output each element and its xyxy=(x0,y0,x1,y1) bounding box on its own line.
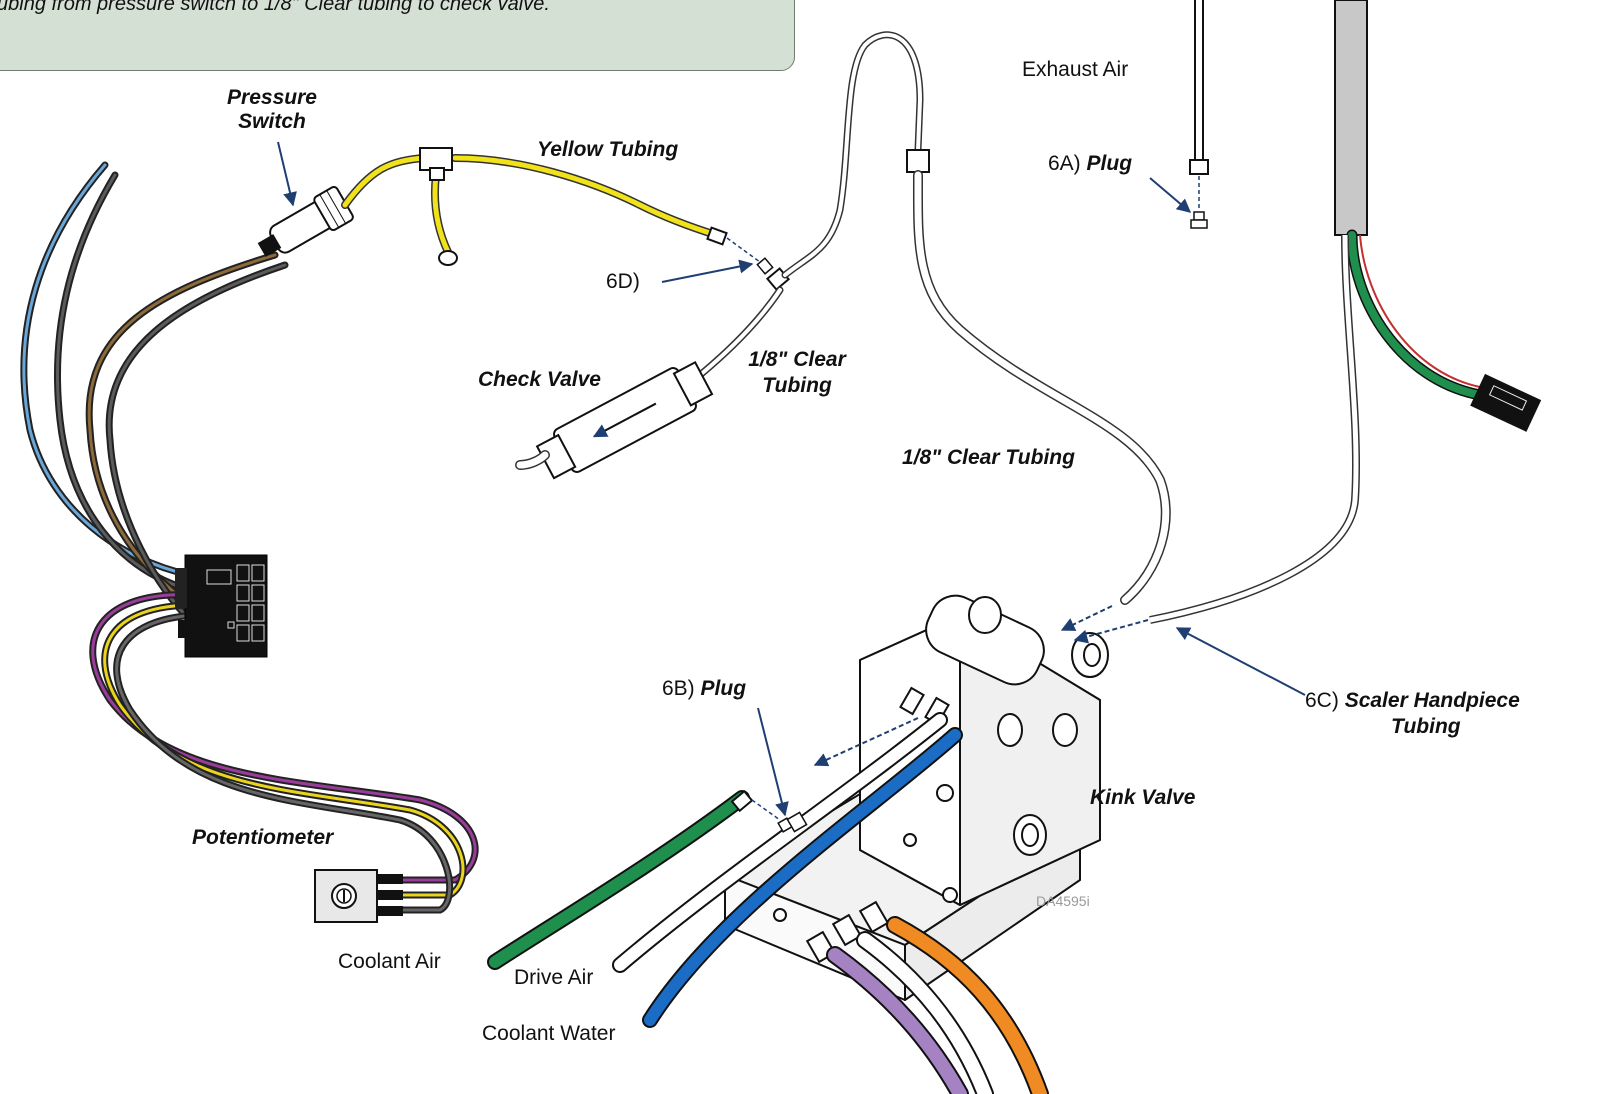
inline-coupler xyxy=(906,149,930,173)
plug-6b xyxy=(777,811,808,833)
step-6a-text: Plug xyxy=(1086,152,1133,175)
label-kink-valve: Kink Valve xyxy=(1090,786,1196,809)
yellow-tube-end xyxy=(706,226,728,246)
green-tube-end xyxy=(730,789,754,813)
label-yellow-tubing: Yellow Tubing xyxy=(537,138,679,161)
step-6b-number: 6B) xyxy=(662,677,695,700)
label-coolant-air: Coolant Air xyxy=(338,950,441,973)
label-step-6d: 6D) xyxy=(606,270,640,293)
clear-tubing-upper-line2: Tubing xyxy=(762,374,832,397)
step-6a-number: 6A) xyxy=(1048,152,1081,175)
clear-tubing-lower xyxy=(912,170,1171,605)
pressure-switch-component xyxy=(257,186,354,257)
drawing-code: DA4595i xyxy=(1036,893,1090,909)
label-pressure-switch-line2: Switch xyxy=(238,110,306,133)
potentiometer-component xyxy=(314,869,403,923)
label-step-6c: 6C) Scaler Handpiece Tubing xyxy=(1305,688,1520,740)
clear-tubing-upper-line1: 1/8" Clear xyxy=(748,348,846,371)
step-6c-number: 6C) xyxy=(1305,689,1339,712)
tee-fitting xyxy=(419,147,453,181)
label-coolant-water: Coolant Water xyxy=(482,1022,616,1045)
harness-connector xyxy=(175,554,268,658)
plug-6a xyxy=(1190,211,1208,229)
instruction-text: ubing from pressure switch to 1/8" Clear… xyxy=(0,0,550,15)
check-valve-component xyxy=(515,360,714,480)
label-pressure-switch: Pressure Switch xyxy=(212,86,332,134)
wire-harness xyxy=(20,161,479,914)
label-clear-tubing-upper: 1/8" Clear Tubing xyxy=(738,347,856,399)
label-step-6a: 6A) Plug xyxy=(1048,152,1132,176)
label-drive-air: Drive Air xyxy=(514,966,594,989)
label-exhaust-air: Exhaust Air xyxy=(1022,58,1129,81)
instruction-note: ubing from pressure switch to 1/8" Clear… xyxy=(0,0,795,71)
step-6c-text-line2: Tubing xyxy=(1391,715,1461,738)
label-step-6b: 6B) Plug xyxy=(662,677,746,701)
label-pressure-switch-line1: Pressure xyxy=(227,86,317,109)
label-potentiometer: Potentiometer xyxy=(192,826,334,849)
label-check-valve: Check Valve xyxy=(478,368,601,391)
step-6b-text: Plug xyxy=(700,677,747,700)
yellow-cap xyxy=(438,250,458,266)
exhaust-air-tube xyxy=(1189,0,1209,210)
step-6c-text: Scaler Handpiece xyxy=(1344,689,1520,712)
scaler-cable xyxy=(1149,0,1542,624)
clear-tubing-upper xyxy=(678,31,924,396)
kink-valve-fittings xyxy=(805,686,950,964)
yellow-tubing xyxy=(341,154,720,256)
label-clear-tubing-lower: 1/8" Clear Tubing xyxy=(902,446,1075,469)
leader-arrows xyxy=(277,141,1306,817)
tube-bundle xyxy=(487,712,1049,1094)
